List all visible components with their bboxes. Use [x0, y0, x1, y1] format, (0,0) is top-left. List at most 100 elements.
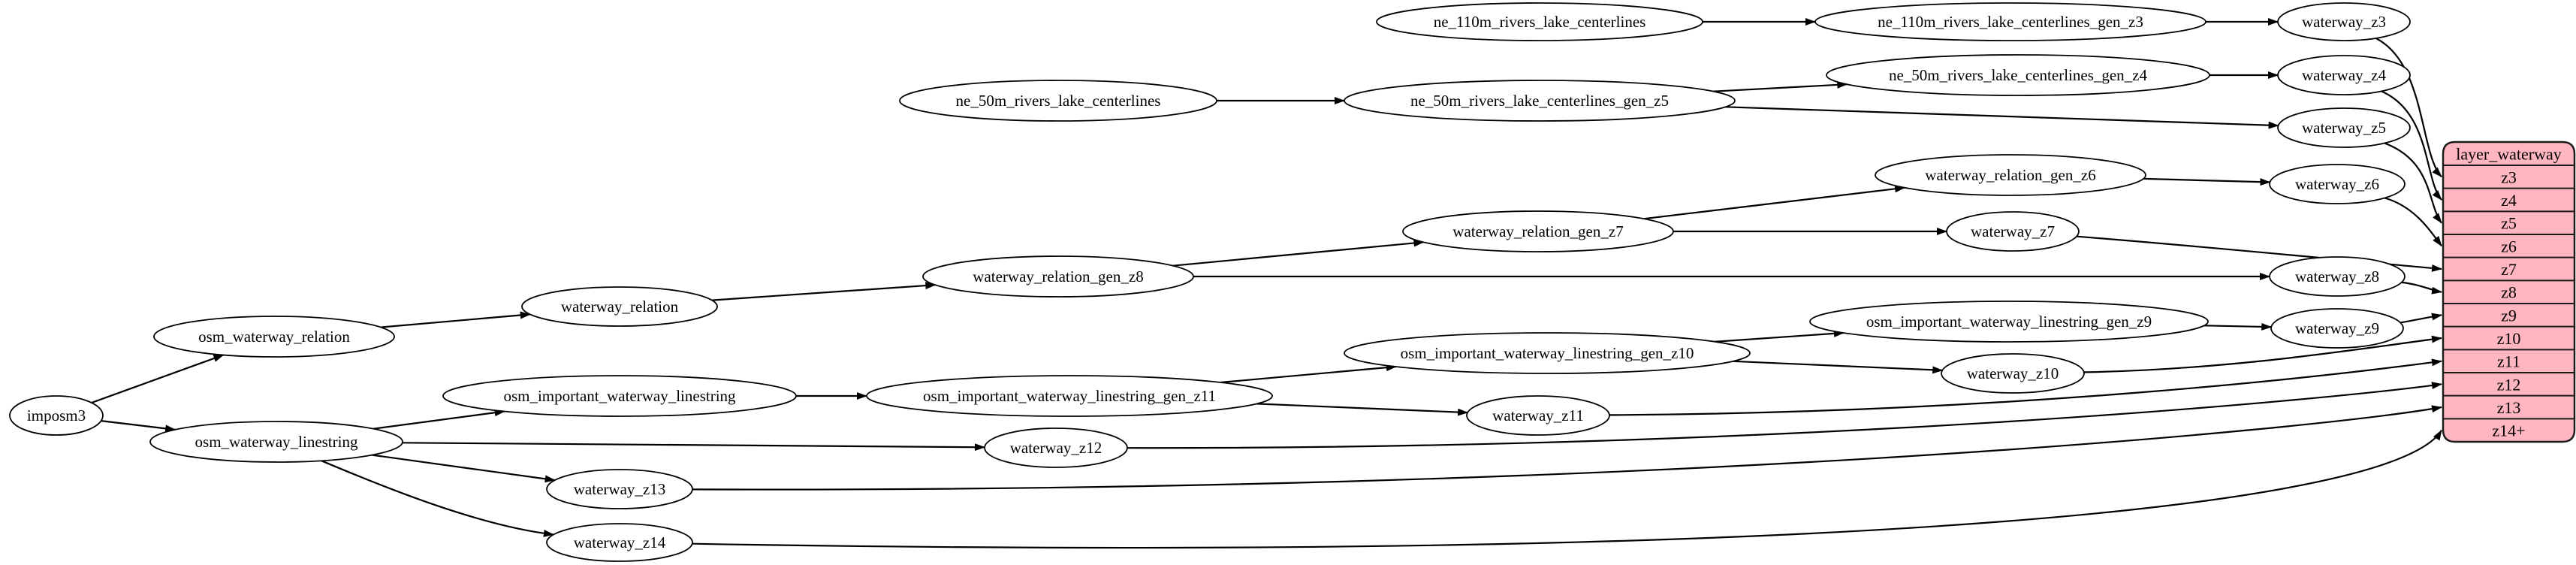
edge-waterway-relation-gen-z7-to-waterway-relation-gen-z6	[1643, 185, 1906, 220]
node-imposm3: imposm3	[9, 395, 104, 436]
edge-waterway-z13-to-layer-waterway-z13	[692, 405, 2442, 491]
node-shape-waterway-z4	[2277, 55, 2411, 95]
edge-osm-important-waterway-linestring-gen-z11-to-waterway-z11	[1256, 403, 1469, 416]
node-waterway-z10: waterway_z10	[1941, 353, 2085, 394]
node-shape-osm-waterway-relation	[153, 316, 395, 358]
table-row-z12: z12	[2497, 375, 2521, 394]
edge-waterway-z5-to-layer-waterway-z5	[2384, 142, 2442, 224]
node-label-osm-important-waterway-linestring: osm_important_waterway_linestring	[503, 387, 736, 405]
node-label-waterway-z12: waterway_z12	[1010, 439, 1102, 457]
node-label-waterway-z13: waterway_z13	[574, 480, 665, 498]
table-row-z5: z5	[2501, 214, 2517, 233]
node-shape-ne-50m-rivers-lake-centerlines-gen-z5	[1344, 80, 1736, 122]
edge-waterway-z11-to-layer-waterway-z11	[1609, 358, 2442, 416]
table-row-z10: z10	[2497, 329, 2521, 348]
table-layer: layer_waterwayz3z4z5z6z7z8z9z10z11z12z13…	[2442, 140, 2576, 443]
node-label-waterway-z6: waterway_z6	[2295, 175, 2379, 193]
node-osm-important-waterway-linestring: osm_important_waterway_linestring	[442, 375, 797, 417]
node-shape-waterway-z12	[984, 428, 1128, 468]
node-shape-waterway-relation	[521, 286, 718, 327]
node-shape-waterway-relation-gen-z8	[922, 255, 1194, 298]
edge-osm-important-waterway-linestring-gen-z10-to-waterway-z10	[1733, 360, 1944, 374]
node-ne-50m-rivers-lake-centerlines: ne_50m_rivers_lake_centerlines	[899, 80, 1217, 122]
node-waterway-z6: waterway_z6	[2269, 164, 2406, 204]
node-osm-waterway-linestring: osm_waterway_linestring	[149, 421, 403, 463]
edge-waterway-z12-to-layer-waterway-z12	[1127, 382, 2442, 449]
node-shape-waterway-relation-gen-z7	[1402, 210, 1674, 252]
edge-osm-waterway-linestring-to-waterway-z13	[372, 454, 556, 483]
node-ne-110m-rivers-lake-centerlines: ne_110m_rivers_lake_centerlines	[1376, 2, 1703, 41]
node-waterway-z3: waterway_z3	[2277, 2, 2411, 41]
node-label-waterway-z4: waterway_z4	[2302, 66, 2386, 84]
node-waterway-relation-gen-z8: waterway_relation_gen_z8	[922, 255, 1194, 298]
nodes-layer: imposm3 osm_waterway_relation osm_waterway…	[9, 2, 2411, 562]
edge-osm-important-waterway-linestring-gen-z9-to-waterway-z9	[2203, 322, 2273, 331]
node-waterway-z7: waterway_z7	[1946, 211, 2080, 252]
edge-waterway-relation-to-waterway-relation-gen-z8	[711, 282, 937, 301]
node-waterway-z14: waterway_z14	[546, 523, 693, 562]
node-label-ne-50m-rivers-lake-centerlines-gen-z5: ne_50m_rivers_lake_centerlines_gen_z5	[1410, 92, 1669, 110]
node-osm-important-waterway-linestring-gen-z11: osm_important_waterway_linestring_gen_z1…	[866, 375, 1273, 417]
node-shape-osm-important-waterway-linestring-gen-z10	[1344, 332, 1751, 374]
node-label-ne-110m-rivers-lake-centerlines-gen-z3: ne_110m_rivers_lake_centerlines_gen_z3	[1878, 13, 2143, 31]
edge-imposm3-to-osm-waterway-linestring	[101, 420, 176, 433]
edge-waterway-z8-to-layer-waterway-z8	[2401, 281, 2442, 295]
node-waterway-z5: waterway_z5	[2277, 107, 2411, 148]
table-row-z4: z4	[2501, 191, 2517, 210]
node-label-waterway-z14: waterway_z14	[574, 533, 666, 551]
node-waterway-z9: waterway_z9	[2270, 308, 2404, 349]
node-label-waterway-relation: waterway_relation	[561, 298, 679, 316]
node-waterway-relation-gen-z6: waterway_relation_gen_z6	[1875, 154, 2146, 196]
edge-osm-important-waterway-linestring-gen-z11-to-osm-important-waterway-linestring-gen-z10	[1220, 364, 1397, 384]
table-body	[2442, 140, 2576, 443]
node-label-ne-110m-rivers-lake-centerlines: ne_110m_rivers_lake_centerlines	[1434, 13, 1646, 31]
node-shape-ne-50m-rivers-lake-centerlines	[899, 80, 1217, 122]
edge-osm-waterway-linestring-to-waterway-z12	[402, 442, 985, 452]
node-ne-50m-rivers-lake-centerlines-gen-z5: ne_50m_rivers_lake_centerlines_gen_z5	[1344, 80, 1736, 122]
node-label-waterway-z10: waterway_z10	[1967, 364, 2059, 382]
node-label-waterway-z5: waterway_z5	[2302, 119, 2386, 137]
node-shape-waterway-z7	[1946, 211, 2080, 252]
node-shape-waterway-z6	[2269, 164, 2406, 204]
edge-osm-important-waterway-linestring-gen-z10-to-osm-important-waterway-linestring-gen-z9	[1714, 329, 1845, 343]
node-shape-osm-important-waterway-linestring-gen-z11	[866, 375, 1273, 417]
node-waterway-relation-gen-z7: waterway_relation_gen_z7	[1402, 210, 1674, 252]
edge-waterway-z6-to-layer-waterway-z6	[2384, 197, 2442, 247]
node-label-waterway-relation-gen-z6: waterway_relation_gen_z6	[1925, 166, 2095, 184]
edge-osm-waterway-relation-to-waterway-relation	[381, 311, 531, 328]
edge-waterway-z10-to-layer-waterway-z10	[2083, 335, 2442, 373]
node-label-osm-important-waterway-linestring-gen-z10: osm_important_waterway_linestring_gen_z1…	[1401, 344, 1694, 362]
node-label-waterway-z11: waterway_z11	[1492, 406, 1584, 425]
node-shape-waterway-z8	[2269, 256, 2406, 297]
table-row-z6: z6	[2501, 237, 2517, 255]
node-label-waterway-z8: waterway_z8	[2295, 267, 2379, 286]
node-shape-ne-110m-rivers-lake-centerlines	[1376, 2, 1703, 41]
node-label-waterway-z7: waterway_z7	[1971, 222, 2055, 240]
node-shape-waterway-relation-gen-z6	[1875, 154, 2146, 196]
node-shape-waterway-z5	[2277, 107, 2411, 148]
table-row-z13: z13	[2497, 398, 2521, 417]
edge-waterway-z7-to-layer-waterway-z7	[2076, 235, 2442, 272]
table-title: layer_waterway	[2456, 145, 2561, 164]
table-layer-waterway: layer_waterwayz3z4z5z6z7z8z9z10z11z12z13…	[2442, 140, 2576, 443]
node-shape-waterway-z3	[2277, 2, 2411, 41]
edge-waterway-z9-to-layer-waterway-z9	[2400, 313, 2442, 324]
node-shape-osm-waterway-linestring	[149, 421, 403, 463]
node-osm-waterway-relation: osm_waterway_relation	[153, 316, 395, 358]
node-osm-important-waterway-linestring-gen-z10: osm_important_waterway_linestring_gen_z1…	[1344, 332, 1751, 374]
node-osm-important-waterway-linestring-gen-z9: osm_important_waterway_linestring_gen_z9	[1809, 301, 2209, 343]
edge-waterway-z3-to-layer-waterway-z3	[2375, 37, 2442, 178]
edge-ne-50m-rivers-lake-centerlines-gen-z5-to-waterway-z5	[1725, 106, 2279, 129]
table-row-z3: z3	[2501, 168, 2517, 186]
node-shape-waterway-z11	[1466, 395, 1610, 436]
edge-osm-waterway-linestring-to-osm-important-waterway-linestring	[373, 409, 505, 430]
node-label-waterway-z3: waterway_z3	[2302, 13, 2386, 31]
node-label-ne-50m-rivers-lake-centerlines-gen-z4: ne_50m_rivers_lake_centerlines_gen_z4	[1889, 66, 2148, 84]
node-shape-waterway-z14	[546, 523, 693, 562]
node-shape-osm-important-waterway-linestring	[442, 375, 797, 417]
table-row-z11: z11	[2497, 352, 2520, 371]
edge-waterway-z4-to-layer-waterway-z4	[2381, 90, 2442, 201]
node-waterway-z4: waterway_z4	[2277, 55, 2411, 95]
node-label-imposm3: imposm3	[27, 406, 86, 425]
